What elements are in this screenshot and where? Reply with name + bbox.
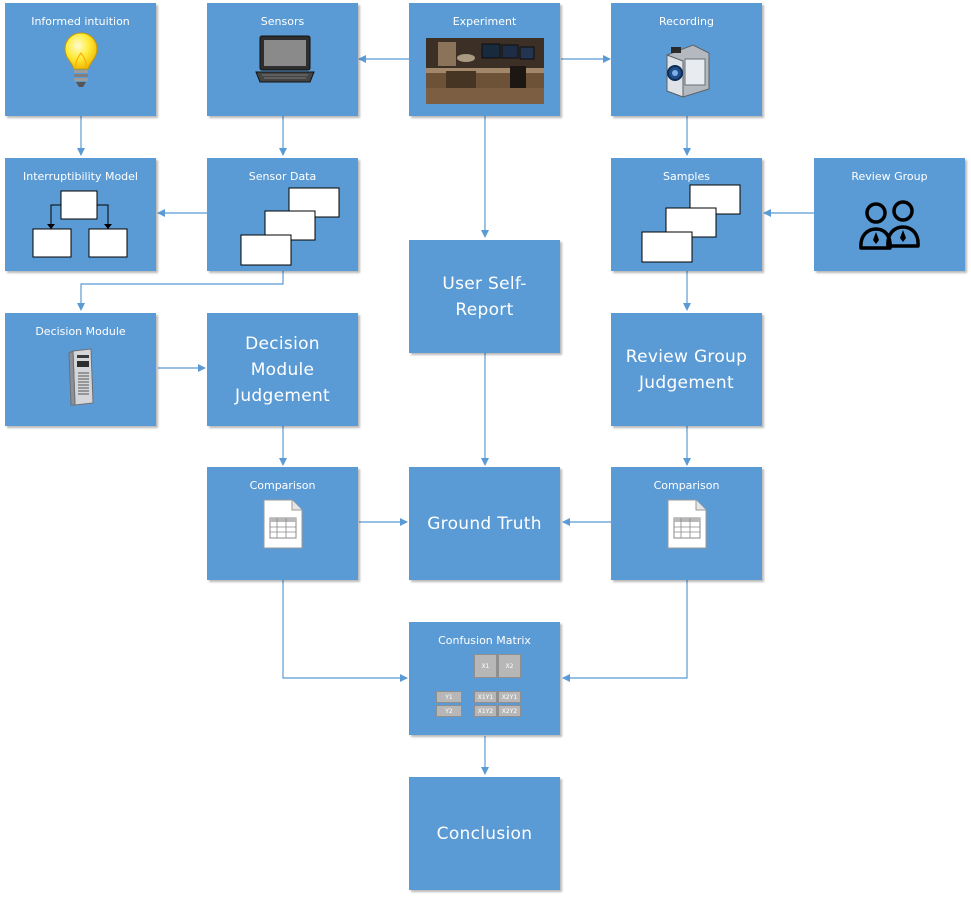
node-label: Interruptibility Model: [23, 170, 138, 183]
arrow-comparison-left-to-matrix: [282, 580, 408, 682]
matrix-col-x1: X1: [474, 654, 497, 678]
node-user-self-report[interactable]: User Self- Report: [409, 240, 560, 353]
matrix-cell-x2y1: X2Y1: [498, 691, 521, 703]
node-experiment[interactable]: Experiment: [409, 3, 560, 116]
node-label-line: Decision: [245, 333, 320, 354]
node-label: Comparison: [653, 479, 720, 492]
spreadsheet-icon: [667, 499, 707, 549]
arrow-sensordata-to-decisionmodule: [77, 271, 284, 311]
node-decision-module[interactable]: Decision Module: [5, 313, 156, 426]
matrix-col-x2: X2: [498, 654, 521, 678]
server-tower-icon: [68, 348, 94, 406]
node-label: Sensor Data: [248, 170, 317, 183]
data-sheets-icon: [240, 187, 340, 266]
node-label: Review Group: [851, 170, 928, 183]
node-sensors[interactable]: Sensors: [207, 3, 358, 116]
samples-sheets-icon: [641, 184, 741, 263]
node-label: Confusion Matrix: [438, 634, 531, 647]
spreadsheet-icon: [263, 499, 303, 549]
node-label-line: Report: [455, 299, 514, 320]
node-label: Samples: [663, 170, 710, 183]
matrix-cell-x1y1: X1Y1: [474, 691, 497, 703]
experiment-photo-icon: [426, 38, 544, 104]
laptop-icon: [255, 35, 315, 83]
node-label: Experiment: [452, 15, 517, 28]
node-label: Conclusion: [436, 823, 533, 844]
video-camera-icon: [666, 44, 710, 98]
node-review-group-judgement[interactable]: Review Group Judgement: [611, 313, 762, 426]
matrix-row-y2: Y2: [436, 705, 462, 717]
node-label-line: Review Group: [625, 346, 748, 367]
node-label-line: Module: [250, 359, 315, 380]
node-interruptibility-model[interactable]: Interruptibility Model: [5, 158, 156, 271]
node-comparison-right[interactable]: Comparison: [611, 467, 762, 580]
matrix-row-y1: Y1: [436, 691, 462, 703]
arrow-comparison-right-to-matrix: [562, 580, 688, 682]
node-label: Ground Truth: [427, 513, 542, 534]
matrix-cell-x2y2: X2Y2: [498, 705, 521, 717]
node-comparison-left[interactable]: Comparison: [207, 467, 358, 580]
node-label: Recording: [658, 15, 715, 28]
node-informed-intuition[interactable]: Informed intuition: [5, 3, 156, 116]
flowchart-icon: [32, 190, 128, 258]
node-label-line: Judgement: [638, 372, 734, 393]
node-label: Comparison: [249, 479, 316, 492]
node-label: Informed intuition: [31, 15, 130, 28]
matrix-cell-x1y2: X1Y2: [474, 705, 497, 717]
node-label-line: Judgement: [235, 385, 330, 406]
people-group-icon: [859, 200, 920, 250]
lightbulb-icon: [64, 32, 98, 87]
node-recording[interactable]: Recording: [611, 3, 762, 116]
node-label: Decision Module: [35, 325, 126, 338]
node-review-group[interactable]: Review Group: [814, 158, 965, 271]
node-decision-module-judgement[interactable]: Decision Module Judgement: [207, 313, 358, 426]
node-label: Sensors: [260, 15, 305, 28]
node-samples[interactable]: Samples: [611, 158, 762, 271]
node-label-line: User Self-: [442, 273, 527, 294]
node-confusion-matrix[interactable]: Confusion Matrix X1 X2 Y1 Y2 X1Y1 X2Y1 X…: [409, 622, 560, 735]
node-sensor-data[interactable]: Sensor Data: [207, 158, 358, 271]
node-conclusion[interactable]: Conclusion: [409, 777, 560, 890]
node-ground-truth[interactable]: Ground Truth: [409, 467, 560, 580]
